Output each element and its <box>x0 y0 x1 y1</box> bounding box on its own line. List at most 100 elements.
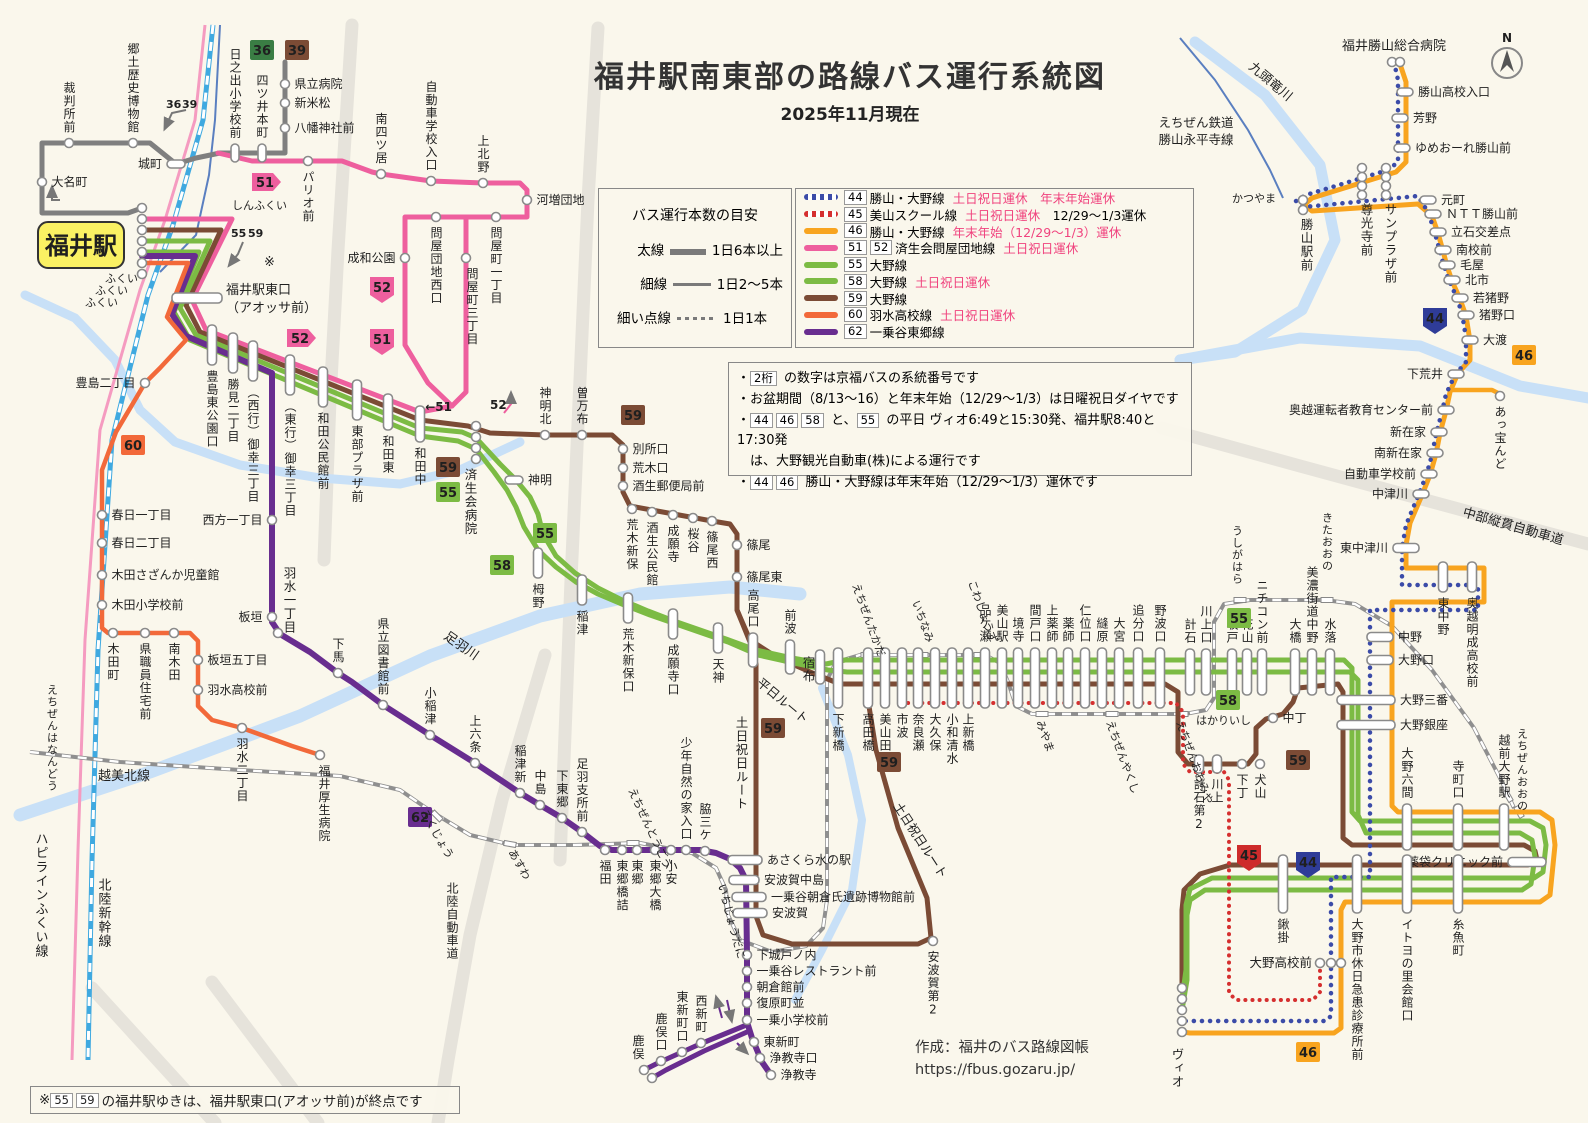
route-badge-44 <box>1423 308 1447 334</box>
route-badge-label: 55 <box>536 527 554 542</box>
river <box>13 580 807 822</box>
bus-stop-label: 羽水二丁目 <box>235 738 249 803</box>
bus-stop <box>532 547 544 579</box>
bus-stop-label: （西行）御幸三丁目 <box>246 386 260 503</box>
map-label: はかりいし <box>1196 714 1251 727</box>
bus-stop-label: 自動車学校入口 <box>424 80 438 171</box>
direction-arrow <box>503 390 517 414</box>
bus-stop <box>731 539 743 551</box>
route-badge-36 <box>250 40 274 60</box>
bus-stop-label: 毛屋 <box>1460 258 1484 272</box>
bus-stop-label: 南新在家 <box>1374 445 1422 460</box>
bus-stop <box>1393 143 1411 153</box>
bus-stop <box>765 1069 777 1081</box>
route-badge-label: 52 <box>373 281 391 296</box>
bus-stop <box>1351 854 1363 914</box>
bus-stop <box>469 757 481 769</box>
bus-stop <box>712 622 724 654</box>
bus-stop-label: 県立図書館前 <box>376 617 390 695</box>
bus-stop-label: 西新町 <box>694 995 708 1034</box>
bus-stop-label: 計石第2 <box>1192 777 1206 832</box>
bus-stop-label: 鍬掛 <box>1276 917 1290 944</box>
map-label: 北陸新幹線 <box>96 878 112 948</box>
map-label: 39 <box>182 98 197 111</box>
bus-stop-label: 鹿俣口 <box>654 1011 668 1051</box>
bus-stop <box>1419 195 1437 205</box>
bus-stop-label: 上北野 <box>476 134 490 173</box>
bus-stop-label: 和田中 <box>413 447 427 486</box>
bus-stop-label: 北市 <box>1465 272 1489 287</box>
bus-stop-label: 大野口 <box>1398 653 1434 667</box>
bus-stop <box>727 854 763 866</box>
bus-stop <box>1401 803 1413 851</box>
bus-stop-label: 中津川 <box>1372 486 1408 501</box>
bus-stop <box>741 965 753 977</box>
bus-stop <box>96 509 108 521</box>
bus-stop <box>351 379 363 421</box>
bus-stop <box>1466 561 1478 593</box>
map-label: 36 <box>166 98 182 111</box>
bus-stop-label: 小安 <box>664 859 678 885</box>
credit: 作成：福井のバス路線図帳 https://fbus.gozaru.jp/ <box>915 1038 1089 1082</box>
compass-needle <box>1500 50 1514 72</box>
route-badge-55 <box>533 523 557 543</box>
bus-stop-label: 酒生郵便局前 <box>633 478 705 493</box>
bus-stop-label: 一乗谷レストラント前 <box>757 963 877 978</box>
bus-stop <box>1452 803 1464 851</box>
bus-stop <box>171 292 223 304</box>
bus-stop-label: 下新橋 <box>831 713 845 752</box>
bus-stop-label: 安波賀第2 <box>926 949 940 1017</box>
bus-stop <box>646 1072 658 1084</box>
map-label: 済生会病院 <box>463 467 478 536</box>
rail-station-tick <box>1233 597 1247 603</box>
bus-stop-label: パリオ前 <box>301 170 315 222</box>
bus-stop <box>1132 647 1144 709</box>
bus-stop <box>470 442 482 454</box>
map-date: 2025年11月現在 <box>780 105 920 125</box>
route-badge-label: 59 <box>764 722 782 737</box>
bus-stop <box>1297 194 1309 206</box>
bus-stop-label: 豊島東公園口 <box>205 370 219 448</box>
railway <box>159 24 221 273</box>
bus-stop-label: 篠尾東 <box>747 569 783 584</box>
route-badge-45 <box>1237 845 1261 871</box>
bus-stop-label: 下馬 <box>331 638 345 664</box>
map-label: えちぜん鉄道 <box>1158 115 1234 130</box>
route-number-chip: 44 <box>750 412 773 428</box>
bus-stop-label: 朝倉館前 <box>757 979 805 994</box>
bus-stop-label: 成和公園 <box>347 251 395 265</box>
bus-stop <box>1426 448 1444 458</box>
bus-stop <box>302 155 314 167</box>
bus-stop-label: 神明 <box>528 473 552 487</box>
bus-stop <box>266 611 278 623</box>
bus-stop <box>1356 171 1368 183</box>
bus-stop <box>1494 390 1506 402</box>
bus-stop <box>206 324 218 366</box>
bus-stop <box>1277 854 1289 914</box>
map-label: しんふくい <box>232 199 287 212</box>
map-label: ふくい <box>85 296 118 309</box>
railway <box>1179 37 1284 199</box>
bus-stop <box>1193 754 1205 774</box>
bus-stop-label: 裁判所前 <box>62 81 76 133</box>
bus-stop-label: 大久保 <box>928 713 942 752</box>
bus-stop-label: 東中野 <box>1436 597 1450 636</box>
bus-stop <box>1324 648 1336 696</box>
bus-stop <box>127 137 139 149</box>
bus-stop <box>1012 647 1024 709</box>
bus-stop <box>754 1052 766 1064</box>
rail-station-tick <box>1320 597 1334 603</box>
bus-stop <box>425 175 437 187</box>
compass-n-label: N <box>1502 31 1512 45</box>
bus-stop <box>617 480 629 492</box>
route-number-chip: 51 <box>844 240 867 256</box>
route-number-chip: 52 <box>869 240 893 256</box>
direction-arrow <box>46 184 60 201</box>
bus-stop <box>1254 758 1266 770</box>
bus-stop <box>1394 56 1406 68</box>
bus-stop-label: 大野六間 <box>1400 747 1414 799</box>
bus-stop <box>616 844 628 856</box>
bus-stop <box>1437 405 1455 415</box>
